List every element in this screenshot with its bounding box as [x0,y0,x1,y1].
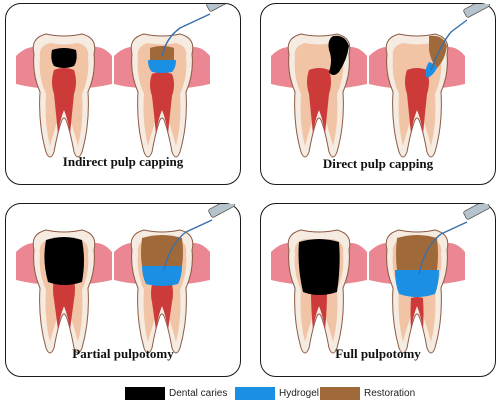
legend-swatch [125,386,165,400]
panel-direct-pulp-capping: Direct pulp capping [260,3,496,185]
tooth-before [16,229,112,354]
panel-title: Partial pulpotomy [72,346,174,361]
dental-caries [44,237,84,285]
restoration [150,46,174,60]
panel-title: Direct pulp capping [322,156,434,171]
panel-full-pulpotomy: Full pulpotomy [260,203,496,377]
pulp [151,282,173,330]
panel-indirect-pulp-capping: Indirect pulp capping [5,3,241,185]
tooth-after [114,204,235,354]
hydrogel [148,60,176,73]
dental-caries [51,48,77,68]
panel-illustration [271,4,490,158]
panel-partial-pulpotomy: Partial pulpotomy [5,203,241,377]
pulp [52,68,76,134]
dental-caries [298,239,340,295]
panel-illustration [16,204,235,354]
legend-label: Restoration [364,387,416,399]
legend: Dental caries Hydrogel Restoration [125,385,425,401]
syringe [161,4,233,57]
syringe [430,4,490,71]
dental-caries [328,35,349,75]
syringe [163,204,235,271]
tooth-after [114,4,233,158]
legend-item-dental-caries: Dental caries [125,385,227,401]
legend-label: Dental caries [169,387,228,399]
legend-label: Hydrogel [279,387,320,399]
pulp [150,72,174,134]
hydrogel [142,266,182,286]
hydrogel [395,270,439,297]
syringe [418,204,490,275]
tooth-after [369,4,490,158]
pulp [405,68,429,134]
tooth-before [271,33,367,158]
restoration [141,235,183,266]
panel-illustration [16,4,233,158]
pulp [307,68,331,134]
legend-item-restoration: Restoration [320,385,415,401]
tooth-before [16,33,112,158]
legend-swatch [235,386,275,400]
tooth-before [271,229,367,354]
pulp [311,290,327,330]
tooth-after [369,204,490,354]
restoration [396,235,438,270]
legend-item-hydrogel: Hydrogel [235,385,319,401]
panel-title: Full pulpotomy [335,346,421,361]
pulp [53,276,75,330]
legend-swatch [320,386,360,400]
panel-illustration [271,204,490,354]
pulp [410,297,424,330]
panel-title: Indirect pulp capping [62,154,184,169]
